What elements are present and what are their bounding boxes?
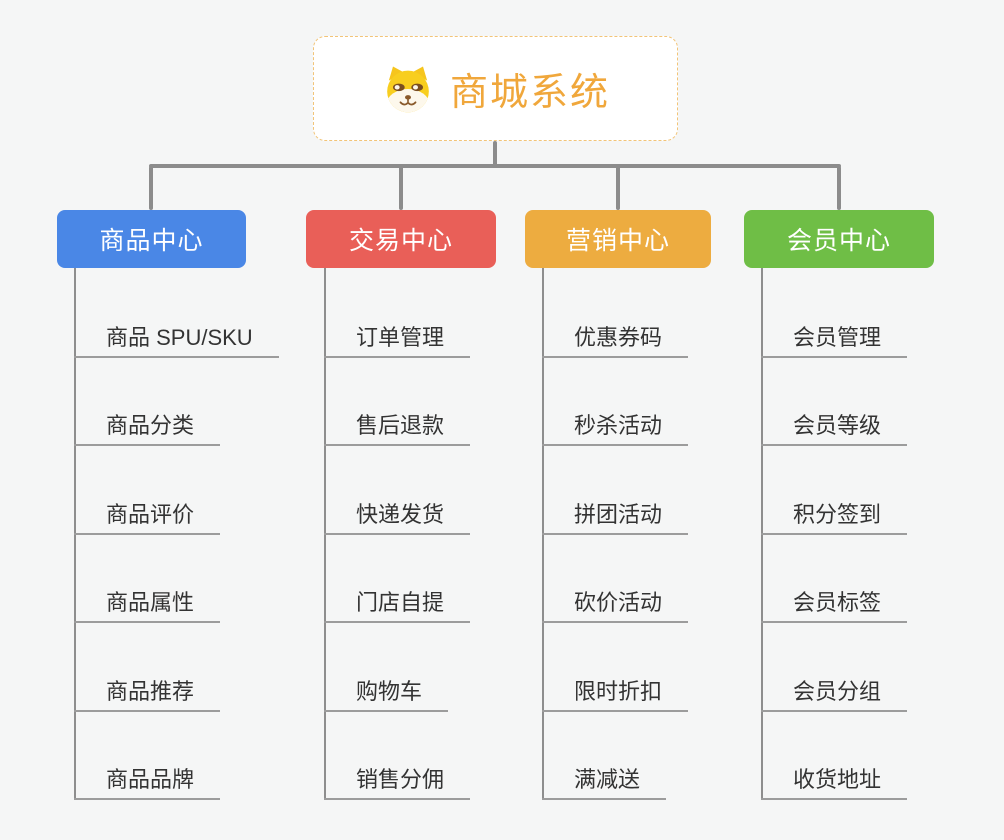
connector-line [616, 166, 620, 210]
leaf-node[interactable]: 快递发货 [324, 497, 471, 535]
connector-line [149, 166, 153, 210]
leaf-node[interactable]: 会员等级 [761, 408, 908, 446]
leaf-node[interactable]: 积分签到 [761, 497, 908, 535]
branch-node-label: 商品中心 [99, 227, 204, 255]
branch-node-product-center[interactable]: 商品中心 [57, 210, 246, 268]
branch-node-marketing-center[interactable]: 营销中心 [525, 210, 711, 268]
leaf-node[interactable]: 会员分组 [761, 674, 908, 712]
leaf-node[interactable]: 会员标签 [761, 585, 908, 623]
leaf-node[interactable]: 商品 SPU/SKU [74, 320, 279, 358]
leaf-node[interactable]: 限时折扣 [542, 674, 689, 712]
branch-node-label: 营销中心 [565, 227, 670, 255]
dog-face-icon [381, 64, 435, 114]
leaf-node[interactable]: 订单管理 [324, 320, 471, 358]
leaf-node[interactable]: 商品评价 [74, 497, 221, 535]
leaf-node[interactable]: 砍价活动 [542, 585, 689, 623]
leaf-node[interactable]: 门店自提 [324, 585, 471, 623]
root-node-mall-system[interactable]: 商城系统 [313, 36, 678, 141]
branch-node-member-center[interactable]: 会员中心 [744, 210, 934, 268]
leaf-node[interactable]: 优惠券码 [542, 320, 689, 358]
connector-line [399, 166, 403, 210]
connector-line [837, 166, 841, 210]
leaf-node[interactable]: 商品品牌 [74, 762, 221, 800]
leaf-node[interactable]: 商品推荐 [74, 674, 221, 712]
leaf-node[interactable]: 秒杀活动 [542, 408, 689, 446]
root-node-label: 商城系统 [449, 72, 610, 114]
branch-node-trade-center[interactable]: 交易中心 [306, 210, 496, 268]
connector-line [149, 164, 841, 168]
leaf-node[interactable]: 商品分类 [74, 408, 221, 446]
leaf-node[interactable]: 销售分佣 [324, 762, 471, 800]
branch-node-label: 交易中心 [348, 227, 453, 255]
leaf-node[interactable]: 购物车 [324, 674, 449, 712]
leaf-node[interactable]: 商品属性 [74, 585, 221, 623]
leaf-node[interactable]: 满减送 [542, 762, 667, 800]
leaf-node[interactable]: 售后退款 [324, 408, 471, 446]
connector-line [493, 141, 497, 168]
leaf-node[interactable]: 会员管理 [761, 320, 908, 358]
branch-node-label: 会员中心 [786, 227, 891, 255]
leaf-node[interactable]: 收货地址 [761, 762, 908, 800]
leaf-node[interactable]: 拼团活动 [542, 497, 689, 535]
